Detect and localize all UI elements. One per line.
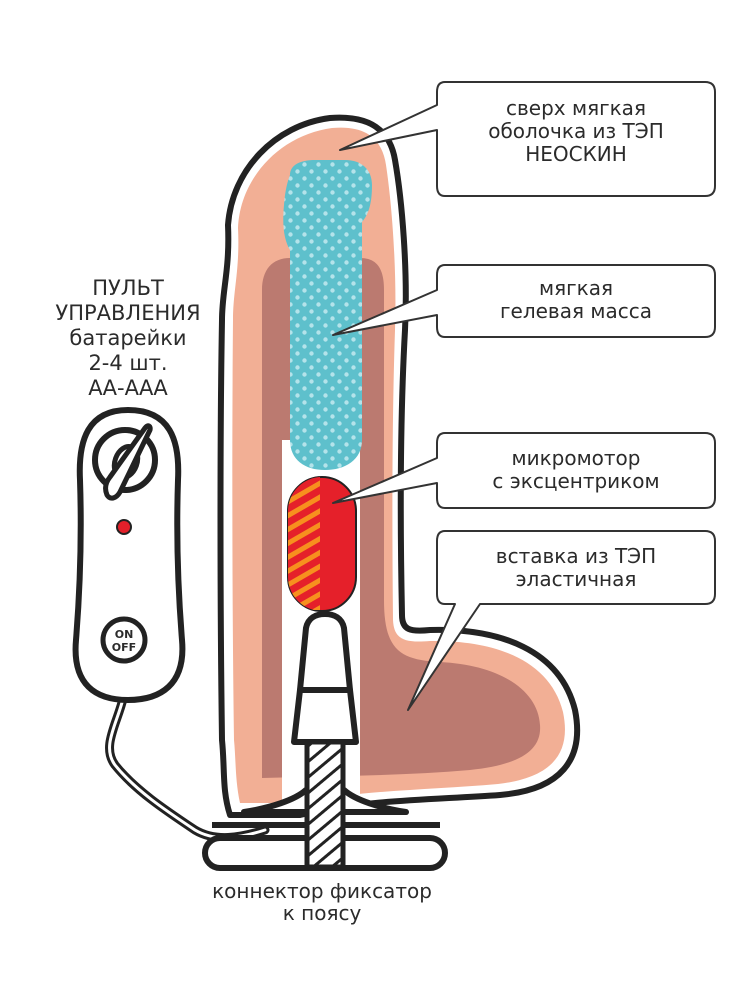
- on-off-button[interactable]: ON OFF: [100, 616, 148, 664]
- connector-label-line: коннектор фиксатор: [212, 879, 432, 903]
- callout-text: эластичная: [516, 567, 637, 591]
- callout-insert: вставка из ТЭП эластичная: [407, 530, 716, 711]
- callout-text: микромотор: [511, 446, 640, 470]
- remote-control: ON OFF: [72, 406, 186, 704]
- gel-core: [283, 160, 372, 470]
- micromotor: [287, 476, 357, 612]
- callout-text: вставка из ТЭП: [496, 544, 656, 568]
- callout-text: сверх мягкая: [506, 96, 646, 120]
- connector-plug-bottom: [291, 687, 359, 745]
- connector-label-line: к поясу: [283, 901, 362, 925]
- threaded-rod: [304, 739, 346, 870]
- led-indicator-icon: [116, 519, 132, 535]
- callout-shell: сверх мягкая оболочка из ТЭП НЕОСКИН: [339, 81, 716, 197]
- remote-label-line: батарейки: [69, 326, 186, 350]
- remote-label-line: ПУЛЬТ: [92, 276, 164, 300]
- remote-label: ПУЛЬТ УПРАВЛЕНИЯ батарейки 2-4 шт. АА-АА…: [55, 276, 200, 400]
- on-off-label-top: ON: [115, 628, 134, 641]
- callout-gel: мягкая гелевая масса: [332, 264, 716, 338]
- callout-motor: микромотор с эксцентриком: [332, 432, 716, 509]
- dial-knob-icon[interactable]: [92, 423, 158, 501]
- callout-text: с эксцентриком: [492, 469, 659, 493]
- connector-label: коннектор фиксатор к поясу: [212, 879, 432, 925]
- on-off-label-bottom: OFF: [112, 641, 136, 654]
- remote-label-line: АА-ААА: [88, 376, 168, 400]
- connector-plug-top: [297, 611, 353, 693]
- connector: [202, 611, 448, 871]
- callout-text: оболочка из ТЭП: [488, 119, 664, 143]
- remote-label-line: 2-4 шт.: [88, 351, 167, 375]
- callout-text: мягкая: [539, 276, 613, 300]
- remote-label-line: УПРАВЛЕНИЯ: [55, 301, 200, 325]
- callout-text: гелевая масса: [500, 299, 652, 323]
- callout-text: НЕОСКИН: [525, 142, 627, 166]
